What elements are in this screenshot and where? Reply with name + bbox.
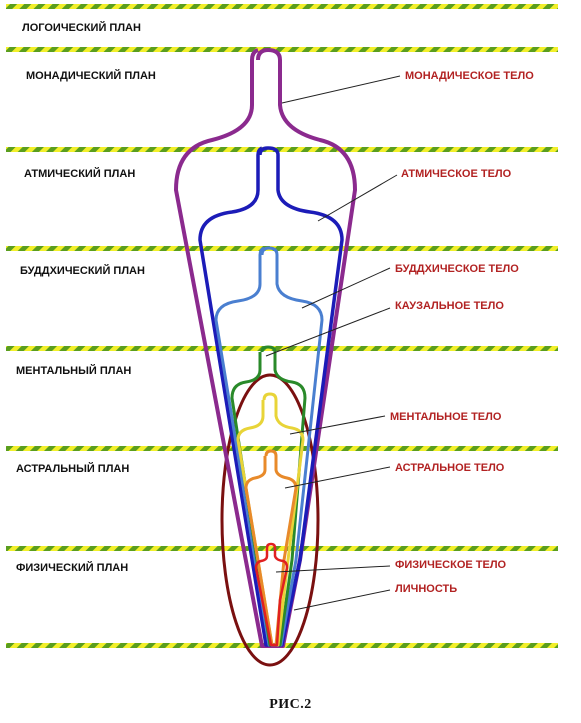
plane-label-logoic: ЛОГОИЧЕСКИЙ ПЛАН [22, 22, 141, 34]
plane-label-buddhic: БУДДХИЧЕСКИЙ ПЛАН [20, 265, 145, 277]
monadic-body-outline [174, 48, 357, 648]
plane-divider [6, 147, 558, 152]
plane-label-astral: АСТРАЛЬНЫЙ ПЛАН [16, 463, 130, 475]
leader-line [289, 415, 386, 435]
body-label-physical: ФИЗИЧЕСКОЕ ТЕЛО [395, 559, 507, 571]
plane-divider [6, 246, 558, 251]
leader-line [301, 267, 391, 309]
atmic-body-outline [198, 146, 344, 647]
mental-body-outline [236, 392, 305, 647]
leader-line [265, 307, 391, 357]
buddhic-body-outline [214, 246, 324, 647]
plane-divider [6, 446, 558, 451]
leader-line [275, 565, 391, 573]
leader-line [281, 75, 401, 104]
body-label-buddhic: БУДДХИЧЕСКОЕ ТЕЛО [395, 263, 519, 275]
body-label-monadic: МОНАДИЧЕСКОЕ ТЕЛО [405, 70, 534, 82]
plane-label-mental: МЕНТАЛЬНЫЙ ПЛАН [16, 365, 132, 377]
body-label-mental: МЕНТАЛЬНОЕ ТЕЛО [390, 411, 502, 423]
plane-divider [6, 47, 558, 52]
astral-body-outline [244, 449, 298, 647]
physical-body-outline [254, 542, 289, 647]
body-label-astral: АСТРАЛЬНОЕ ТЕЛО [395, 462, 505, 474]
body-label-causal: КАУЗАЛЬНОЕ ТЕЛО [395, 300, 504, 312]
personality-ellipse [220, 373, 320, 667]
body-label-atmic: АТМИЧЕСКОЕ ТЕЛО [401, 168, 512, 180]
plane-divider [6, 546, 558, 551]
plane-divider [6, 4, 558, 9]
leader-line [293, 589, 391, 611]
plane-divider [6, 346, 558, 351]
body-label-personality: ЛИЧНОСТЬ [395, 583, 458, 595]
leader-line [317, 174, 398, 222]
plane-label-atmic: АТМИЧЕСКИЙ ПЛАН [24, 168, 136, 180]
causal-body-outline [230, 345, 307, 647]
figure-caption: РИС.2 [269, 697, 312, 712]
plane-label-physical: ФИЗИЧЕСКИЙ ПЛАН [16, 562, 129, 574]
leader-line [284, 466, 391, 489]
plane-label-monadic: МОНАДИЧЕСКИЙ ПЛАН [26, 70, 156, 82]
